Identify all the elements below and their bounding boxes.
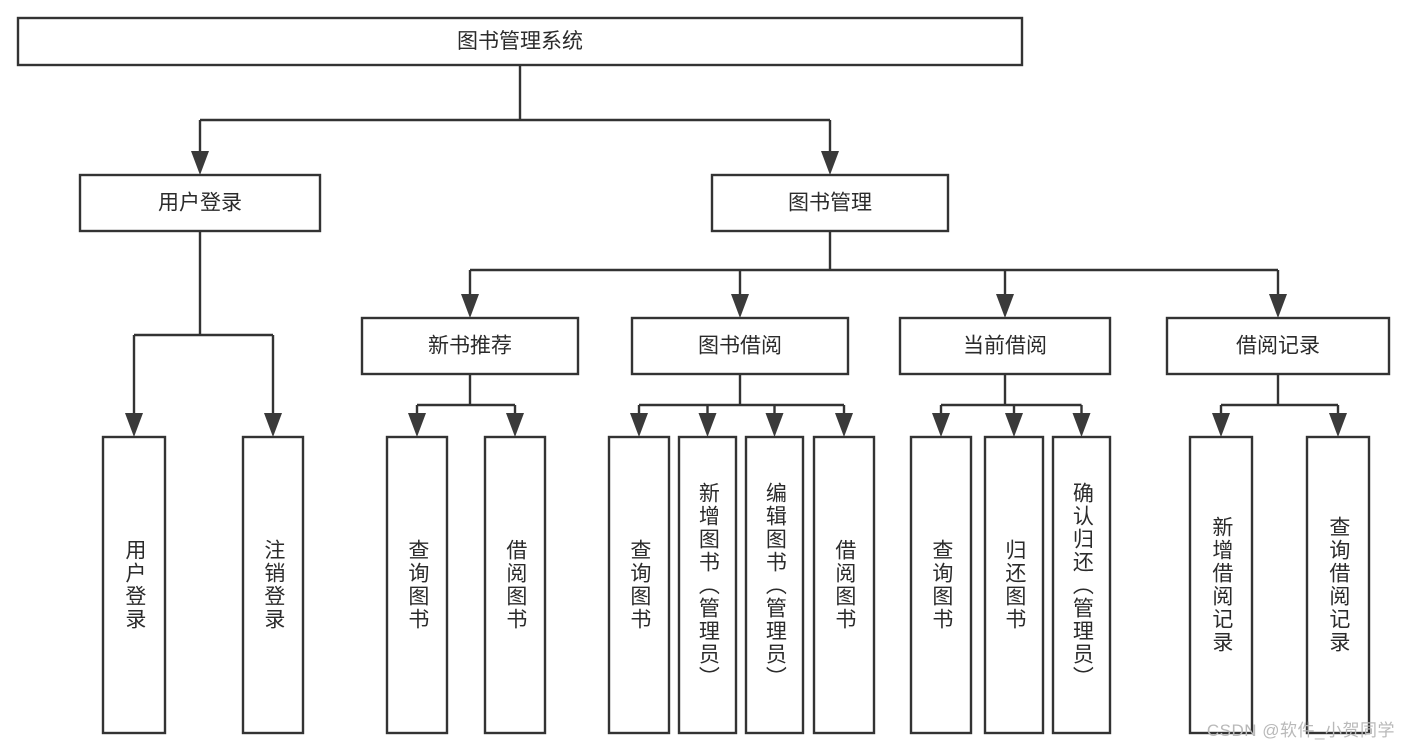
arrow-head-icon [1329,413,1347,437]
arrow-head-icon [698,413,717,437]
level3-node-label-3: 借阅记录 [1236,335,1320,358]
level2-node-box-1[interactable] [710,173,950,233]
leaf-node-box-9[interactable] [983,435,1045,735]
leaf-node-box-4[interactable] [607,435,671,735]
arrow-head-icon [1005,413,1023,437]
leaf-node-box-5[interactable] [677,435,738,735]
arrow-head-icon [996,294,1014,318]
level3-node-box-0[interactable] [360,316,580,376]
arrow-head-icon [1212,413,1230,437]
watermark-text: CSDN @软件_小贺同学 [1206,721,1395,740]
leaf-node-box-2[interactable] [385,435,449,735]
arrow-head-icon [506,413,524,437]
leaf-node-box-7[interactable] [812,435,876,735]
arrow-head-icon [408,413,426,437]
level3-node-box-2[interactable] [898,316,1112,376]
level3-node-box-1[interactable] [630,316,850,376]
leaf-node-box-10[interactable] [1051,435,1112,735]
arrow-head-icon [765,413,784,437]
level3-node-box-3[interactable] [1165,316,1391,376]
leaf-node-box-12[interactable] [1305,435,1371,735]
arrow-head-icon [1072,413,1091,437]
leaf-node-box-6[interactable] [744,435,805,735]
arrow-head-icon [1269,294,1287,318]
arrow-head-icon [125,413,143,437]
level3-node-label-2: 当前借阅 [963,335,1047,358]
level2-node-label-1: 图书管理 [788,192,872,215]
level3-node-label-0: 新书推荐 [428,335,512,358]
root-node-box[interactable] [16,16,1024,67]
leaf-node-box-1[interactable] [241,435,305,735]
arrow-head-icon [264,413,282,437]
arrow-head-icon [835,413,853,437]
arrow-head-icon [630,413,648,437]
leaf-node-box-8[interactable] [909,435,973,735]
arrow-head-icon [731,294,749,318]
arrow-head-icon [191,151,209,175]
level3-node-label-1: 图书借阅 [698,335,782,358]
arrow-head-icon [821,151,839,175]
arrow-head-icon [932,413,950,437]
boxes-layer [16,16,1391,735]
arrow-head-icon [461,294,479,318]
level2-node-label-0: 用户登录 [158,192,242,215]
leaf-node-box-3[interactable] [483,435,547,735]
connectors-layer [125,65,1347,437]
leaf-node-box-0[interactable] [101,435,167,735]
root-node-label: 图书管理系统 [457,30,583,53]
level2-node-box-0[interactable] [78,173,322,233]
leaf-node-box-11[interactable] [1188,435,1254,735]
